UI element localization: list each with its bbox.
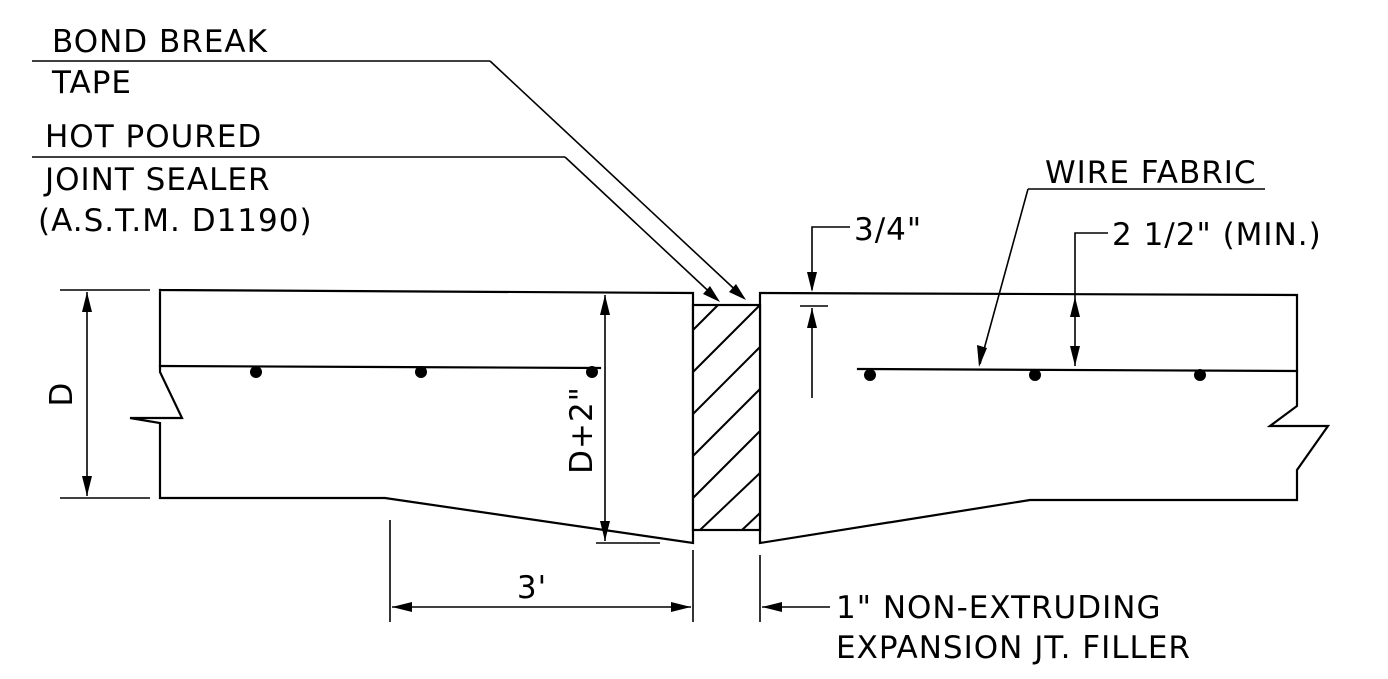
filler-label-line2: EXPANSION JT. FILLER xyxy=(836,630,1191,666)
sealer-label-line1: HOT POURED xyxy=(45,119,262,155)
wire-fabric-right xyxy=(856,367,1299,381)
filler-label-line1: 1" NON-EXTRUDING xyxy=(836,590,1161,626)
taper-length-dimension: 3' xyxy=(389,520,694,622)
wire-fabric-callout: WIRE FABRIC xyxy=(977,155,1265,367)
joint-filler xyxy=(691,303,762,532)
left-slab xyxy=(129,288,695,545)
sealer-label-line2: JOINT SEALER xyxy=(43,162,271,198)
wire-fabric-label: WIRE FABRIC xyxy=(1045,155,1257,191)
sealer-label-line3: (A.S.T.M. D1190) xyxy=(38,203,313,239)
taper-length-label: 3' xyxy=(517,570,547,606)
wire-fabric-left xyxy=(158,364,602,378)
bond-break-label-line2: TAPE xyxy=(51,65,132,101)
cover-top-dimension: 3/4" xyxy=(800,212,922,398)
depth-plus-label: D+2" xyxy=(564,386,600,474)
right-slab xyxy=(758,291,1331,545)
cover-min-dimension: 2 1/2" (MIN.) xyxy=(1070,217,1322,366)
depth-plus-dimension: D+2" xyxy=(564,295,660,544)
bond-break-callout: BOND BREAK TAPE xyxy=(32,24,746,300)
sealer-callout: HOT POURED JOINT SEALER (A.S.T.M. D1190) xyxy=(32,119,720,302)
bond-break-label-line1: BOND BREAK xyxy=(52,24,268,60)
filler-callout: 1" NON-EXTRUDING EXPANSION JT. FILLER xyxy=(759,555,1191,666)
depth-dimension: D xyxy=(44,289,150,499)
depth-label: D xyxy=(44,382,80,407)
cover-top-label: 3/4" xyxy=(854,212,922,248)
cover-min-label: 2 1/2" (MIN.) xyxy=(1112,217,1322,253)
